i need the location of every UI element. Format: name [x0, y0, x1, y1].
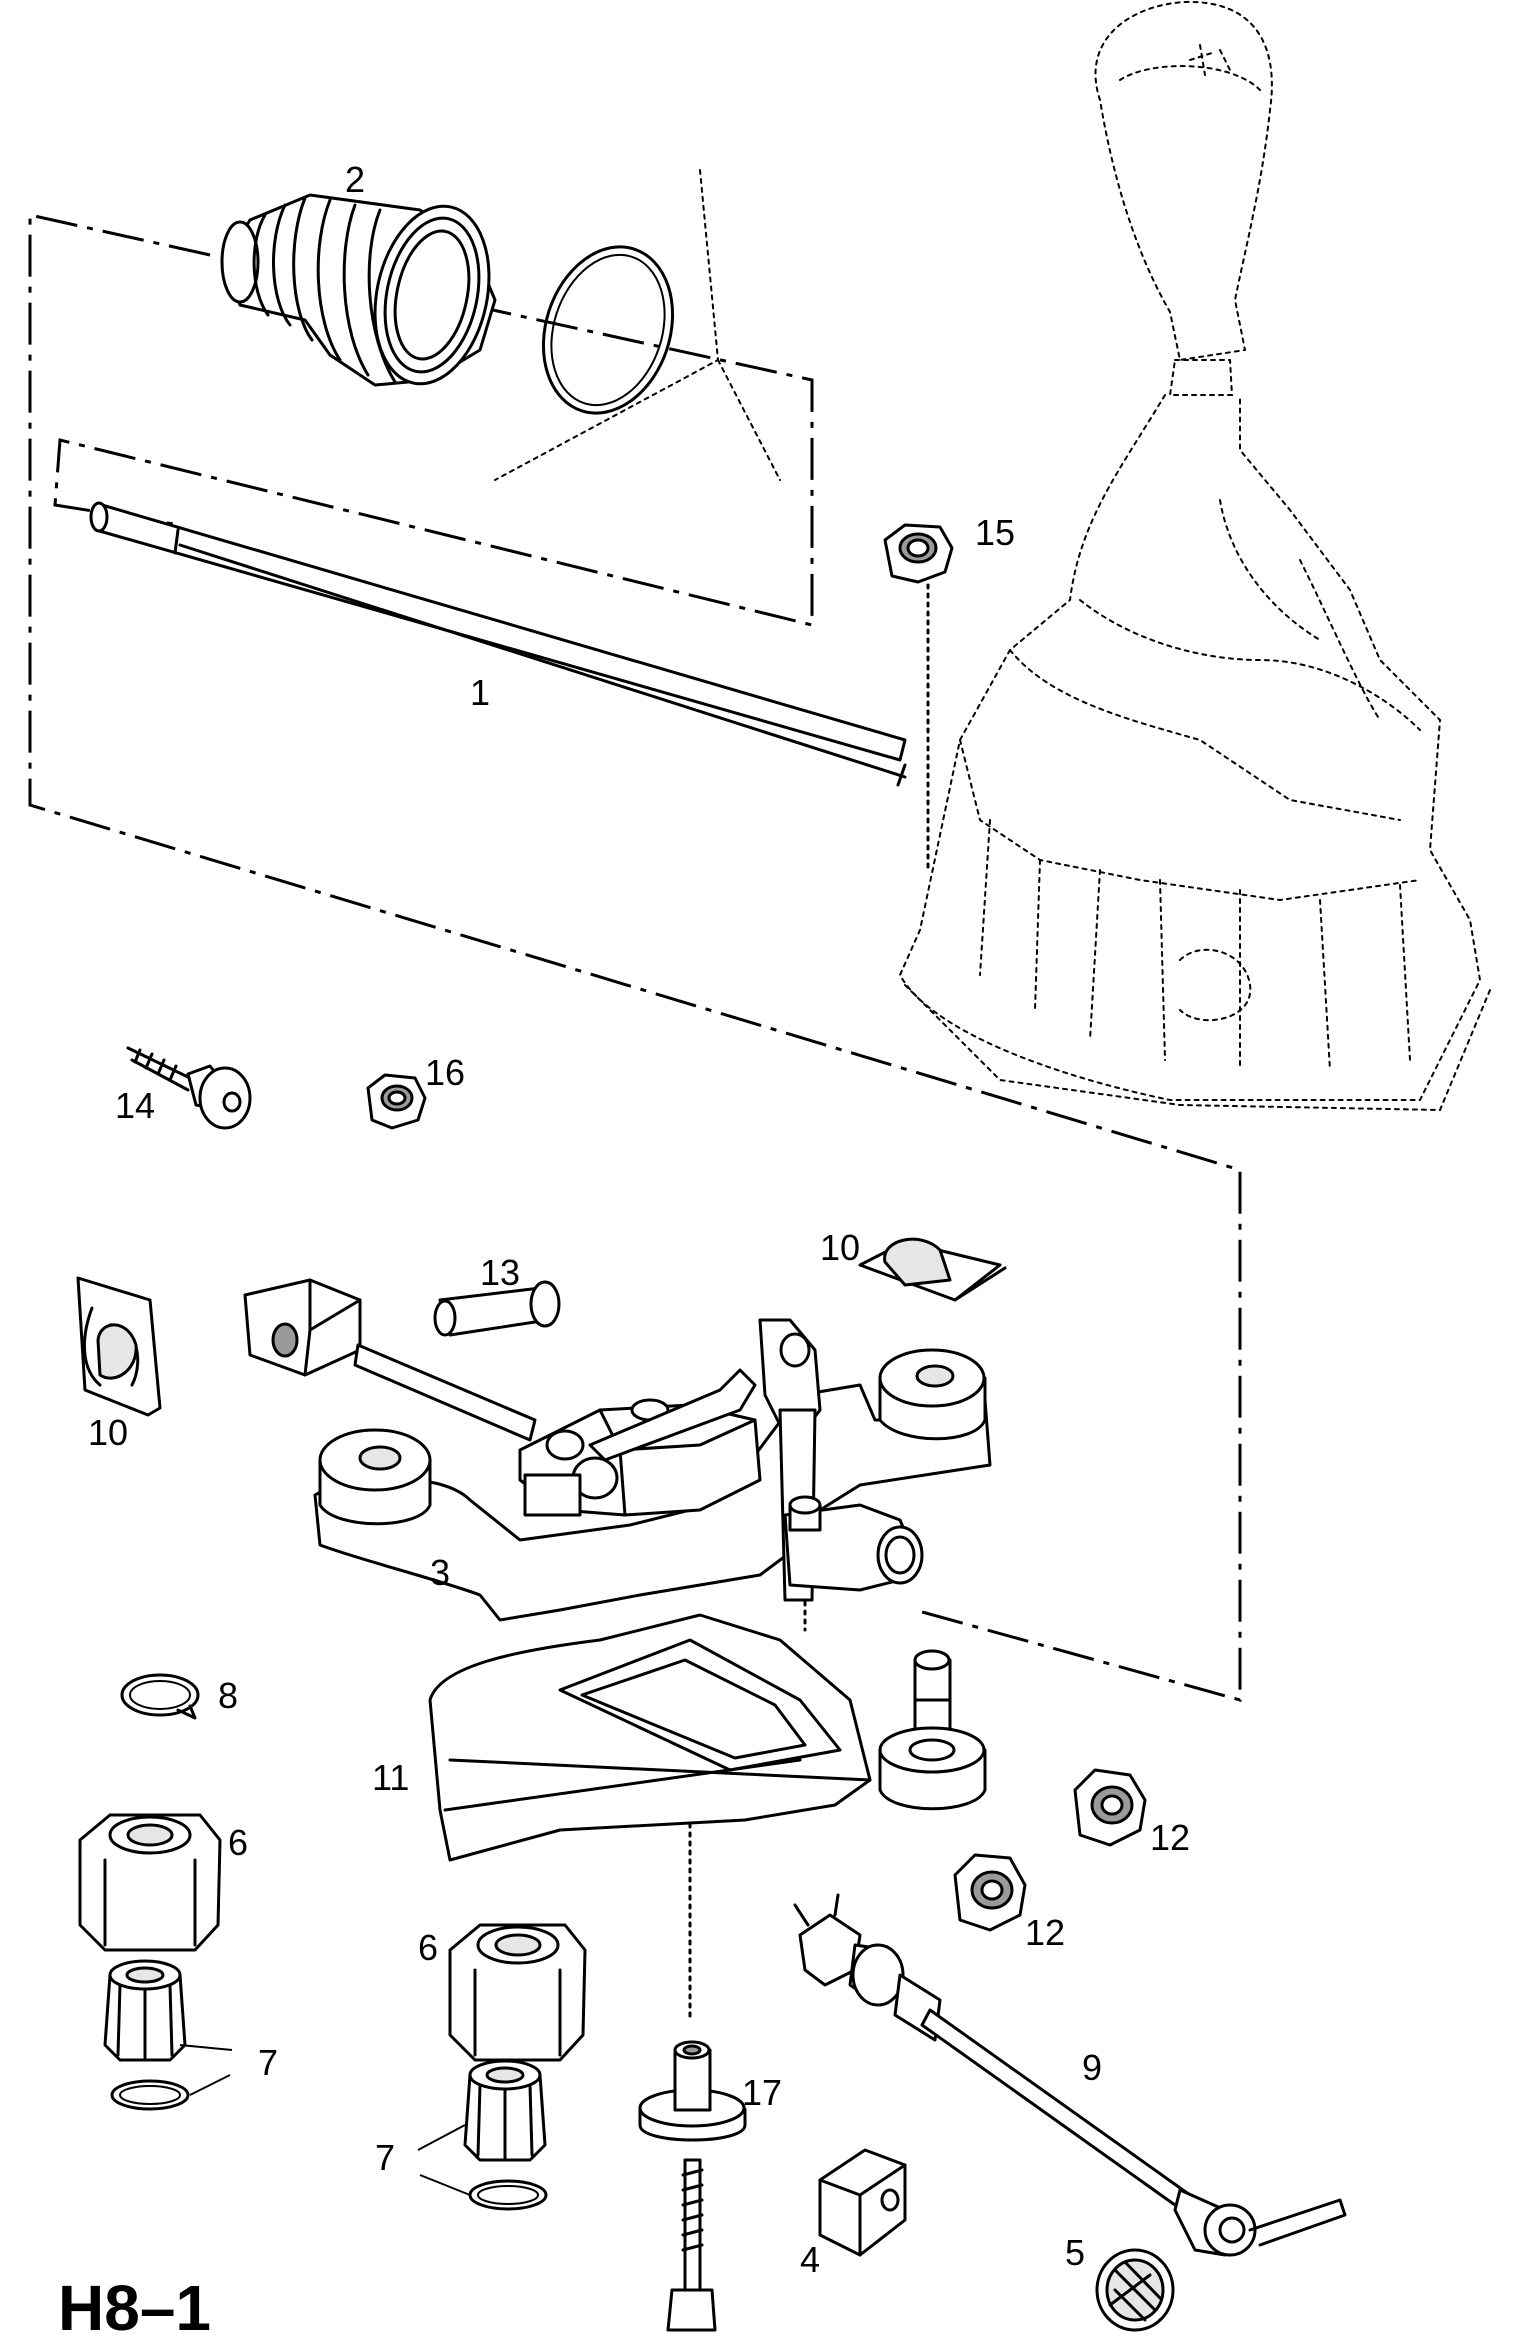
callout-12b: 12: [1025, 1912, 1065, 1953]
callout-10b: 10: [88, 1412, 128, 1453]
callout-14: 14: [115, 1085, 155, 1126]
circlip-8: [120, 1673, 200, 1720]
callout-9: 9: [1082, 2047, 1102, 2088]
sleeve-7-right: [463, 2059, 548, 2211]
bushing-6-left: [78, 1813, 222, 1952]
screw-grommet-14: [126, 1046, 252, 1130]
callout-10a: 10: [820, 1227, 860, 1268]
callout-13: 13: [480, 1252, 520, 1293]
callout-1: 1: [470, 672, 490, 713]
figure-label: H8–1: [58, 2272, 211, 2344]
callout-15: 15: [975, 512, 1015, 553]
callout-7b: 7: [375, 2137, 395, 2178]
callout-8: 8: [218, 1675, 238, 1716]
callout-11: 11: [372, 1757, 409, 1798]
flange-nut-12-lower: [953, 1853, 1027, 1932]
callout-6b: 6: [418, 1927, 438, 1968]
callout-5: 5: [1065, 2232, 1085, 2273]
callout-7a: 7: [258, 2042, 278, 2083]
callout-4: 4: [800, 2239, 820, 2280]
shift-boot-bellows: [220, 193, 497, 387]
callout-labels: 2 1 15 16 14 13 10 10 3 8 11 6 6 12 12 7…: [88, 159, 1190, 2280]
shift-rod: [89, 501, 907, 787]
callout-17: 17: [742, 2072, 782, 2113]
mounting-bush-17: [638, 2040, 747, 2332]
selector-rod-9: [793, 1893, 1347, 2257]
boot-retaining-ring: [494, 169, 781, 481]
callout-2: 2: [345, 159, 365, 200]
block-clamp-4: [818, 2148, 907, 2257]
shift-mechanism-3: [243, 1278, 992, 1622]
callout-16: 16: [425, 1052, 465, 1093]
callout-12a: 12: [1150, 1817, 1190, 1858]
flange-nut-16: [366, 1073, 427, 1130]
clip-10-right: [858, 1237, 1007, 1302]
leader-lines: [179, 2044, 471, 2196]
cap-5: [1095, 2248, 1175, 2332]
housing-base-11: [428, 1613, 987, 1862]
callout-3: 3: [430, 1552, 450, 1593]
bushing-6-right: [448, 1923, 587, 2062]
flange-nut-12-upper: [1073, 1768, 1147, 1847]
flange-nut-15: [883, 523, 954, 584]
sleeve-7-left: [103, 1959, 190, 2111]
gear-lever-boot-outline: [898, 0, 1491, 1112]
clip-10-left: [76, 1276, 162, 1417]
callout-6a: 6: [228, 1822, 248, 1863]
pivot-pin-13: [433, 1280, 561, 1337]
